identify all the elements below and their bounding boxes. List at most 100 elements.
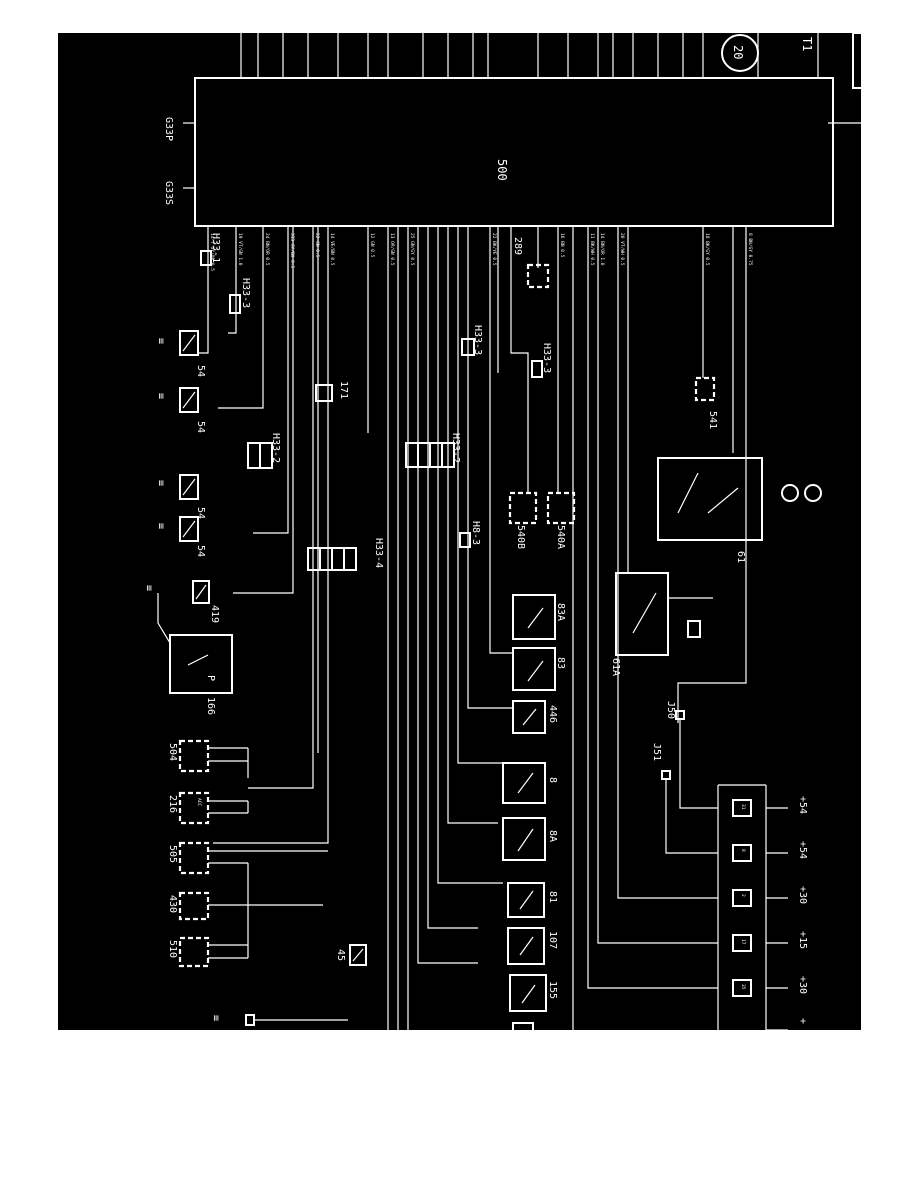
wire-label: 20 VT/WH 0.5 — [619, 233, 625, 266]
component-54d: 54 — [179, 516, 206, 557]
wire-label: 22 BK/YE 0.5 — [491, 233, 497, 266]
component-171: 171 — [315, 381, 349, 402]
svg-text:H33-2: H33-2 — [450, 433, 461, 463]
svg-text:≡: ≡ — [143, 585, 154, 591]
fuse-supply-label: +30 — [797, 886, 808, 904]
svg-text:H8-3: H8-3 — [470, 521, 481, 545]
junction-j50: J50 — [665, 701, 685, 720]
svg-text:45: 45 — [335, 949, 346, 961]
svg-text:P: P — [205, 675, 216, 681]
component-45: 45 — [335, 944, 367, 966]
component-54a: 54 — [179, 330, 206, 377]
wire-label: 11 BK/WH 0.5 — [589, 233, 595, 266]
relay-446: 446 — [512, 700, 558, 734]
fuse-supply-label: +54 — [797, 796, 808, 814]
ground-symbols: ≡ ≡ ≡ ≡ ≡ ≡ — [143, 338, 221, 1021]
svg-text:J51: J51 — [651, 743, 662, 761]
relay-8: 8 — [502, 762, 558, 804]
svg-text:166: 166 — [205, 697, 216, 715]
component-419: 419 — [157, 580, 220, 644]
wiring-diagram: 20 T1 500 G33P G33S — [58, 33, 861, 1030]
svg-text:419: 419 — [209, 605, 220, 623]
ecu-500-label: 500 — [495, 159, 509, 181]
component-216: 216 ACC — [167, 791, 248, 825]
bottom-left-partial — [245, 1014, 255, 1026]
connector-h33-3a: H33-3 — [229, 278, 251, 314]
svg-text:107: 107 — [547, 931, 558, 949]
ground-g33p-label: G33P — [163, 117, 174, 141]
relay-155: 155 — [509, 974, 558, 1012]
wire-label: 18 BK/GY 0.5 — [704, 233, 710, 266]
svg-text:289: 289 — [512, 237, 523, 255]
svg-text:≡: ≡ — [155, 338, 166, 344]
connector-h33-2b: H33-2 — [405, 433, 461, 468]
relay-8a: 8A — [502, 817, 558, 861]
svg-text:54: 54 — [195, 365, 206, 377]
fuse-number: 2 — [740, 894, 746, 897]
connector-h8-3: H8-3 — [459, 521, 481, 548]
svg-text:540A: 540A — [555, 525, 566, 549]
svg-text:H33-1: H33-1 — [210, 233, 221, 263]
svg-text:510: 510 — [167, 940, 178, 958]
wire-label: 24 BN/OR 0.5 — [264, 233, 270, 266]
component-510: 510 — [167, 936, 248, 968]
svg-text:540B: 540B — [515, 525, 526, 549]
connector-h33-1: H33-1 — [200, 233, 221, 266]
svg-text:≡: ≡ — [155, 480, 166, 486]
fuse-supply-label: +15 — [797, 931, 808, 949]
wire-label: 14 BN/OR 1.0 — [599, 233, 605, 266]
component-430: 430 — [167, 891, 323, 921]
svg-text:83: 83 — [555, 657, 566, 669]
fuse-8 — [732, 844, 752, 862]
relay-83: 83 — [512, 647, 566, 691]
component-61: 61 — [657, 457, 822, 563]
relay-107: 107 — [507, 927, 558, 965]
ecu-500-box — [194, 77, 834, 227]
component-289: 289 — [512, 237, 550, 289]
component-54b: 54 — [179, 387, 206, 433]
svg-text:61A: 61A — [610, 658, 621, 676]
wire-label: 19 VT/GN 1.0 — [237, 233, 243, 266]
fuse-17 — [732, 934, 752, 952]
fuse-31 — [732, 799, 752, 817]
svg-text:ACC: ACC — [196, 798, 202, 806]
wire-labels: 14-7 GY/OR 0.5 19 VT/GN 1.0 24 BN/OR 0.5 31… — [209, 233, 753, 271]
component-20-circle — [721, 34, 759, 72]
svg-text:54: 54 — [195, 421, 206, 433]
relay-83a: 83A — [512, 594, 566, 640]
wire-label: 25 GN/GY 0.5 — [409, 233, 415, 266]
component-166: P 166 — [169, 634, 233, 715]
svg-text:H33-2: H33-2 — [270, 433, 281, 463]
svg-text:155: 155 — [547, 981, 558, 999]
svg-text:H33-3: H33-3 — [472, 325, 483, 355]
component-504: 504 — [167, 739, 248, 773]
wire-label: 313 GY/BK 0.5 — [289, 233, 295, 269]
connector-h33-2a: H33-2 — [247, 433, 281, 469]
svg-text:446: 446 — [547, 705, 558, 723]
fuse-2 — [732, 889, 752, 907]
svg-text:54: 54 — [195, 507, 206, 519]
ground-g33p: G33P — [163, 117, 195, 141]
right-edge-connector — [852, 33, 861, 89]
fuse-supply-label: +30 — [797, 976, 808, 994]
fuse-35 — [732, 979, 752, 997]
svg-text:54: 54 — [195, 545, 206, 557]
component-541: 541 — [694, 376, 718, 429]
svg-text:216: 216 — [167, 795, 178, 813]
connector-h33-3c: H33-3 — [531, 343, 552, 378]
svg-text:8A: 8A — [547, 830, 558, 842]
wire-label: 14-7 GY/OR 0.5 — [209, 233, 215, 271]
wire-label: 8 BN/GY 0.75 — [747, 233, 753, 266]
component-20-label: 20 — [731, 45, 745, 59]
ground-g33s: G33S — [163, 181, 195, 205]
component-61a: 61A — [610, 572, 713, 676]
junction-j51: J51 — [651, 743, 671, 780]
fuse-number: 17 — [740, 939, 746, 945]
svg-text:81: 81 — [547, 891, 558, 903]
wire-label: 13 OR/GN 0.5 — [389, 233, 395, 266]
svg-text:H33-3: H33-3 — [541, 343, 552, 373]
fuse-supply-label: + — [797, 1018, 808, 1024]
ecu-output-wires — [198, 226, 747, 1030]
svg-text:83A: 83A — [555, 603, 566, 621]
